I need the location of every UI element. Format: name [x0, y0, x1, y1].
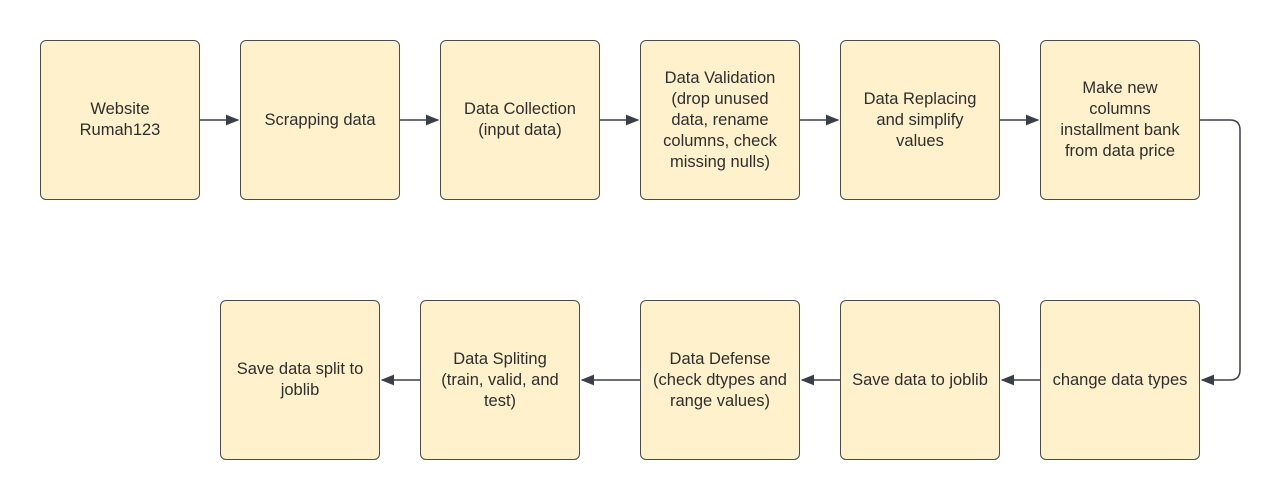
- node-data-replacing[interactable]: Data Replacing and simplify values: [840, 40, 1000, 200]
- node-label: Data Defense (check dtypes and range val…: [653, 349, 787, 410]
- node-save-data-to-joblib[interactable]: Save data to joblib: [840, 300, 1000, 460]
- node-label: Data Collection (input data): [464, 100, 576, 139]
- node-data-spliting[interactable]: Data Spliting (train, valid, and test): [420, 300, 580, 460]
- node-make-new-columns[interactable]: Make new columns installment bank from d…: [1040, 40, 1200, 200]
- node-label: Save data split to joblib: [236, 360, 364, 399]
- arrow-newcolumns-to-changetypes: [1200, 119, 1241, 386]
- node-scrapping-data[interactable]: Scrapping data: [240, 40, 400, 200]
- node-label: Make new columns installment bank from d…: [1060, 79, 1180, 160]
- node-save-data-split[interactable]: Save data split to joblib: [220, 300, 380, 460]
- node-website-rumah123[interactable]: Website Rumah123: [40, 40, 200, 200]
- node-label: Save data to joblib: [852, 370, 988, 389]
- node-label: Data Validation (drop unused data, renam…: [663, 68, 777, 171]
- node-label: Scrapping data: [264, 110, 376, 129]
- node-label: Data Spliting (train, valid, and test): [441, 349, 559, 410]
- node-label: Website Rumah123: [79, 100, 161, 139]
- node-data-collection[interactable]: Data Collection (input data): [440, 40, 600, 200]
- node-data-defense[interactable]: Data Defense (check dtypes and range val…: [640, 300, 800, 460]
- node-label: Data Replacing and simplify values: [863, 89, 977, 150]
- node-change-data-types[interactable]: change data types: [1040, 300, 1200, 460]
- node-label: change data types: [1052, 370, 1188, 389]
- node-data-validation[interactable]: Data Validation (drop unused data, renam…: [640, 40, 800, 200]
